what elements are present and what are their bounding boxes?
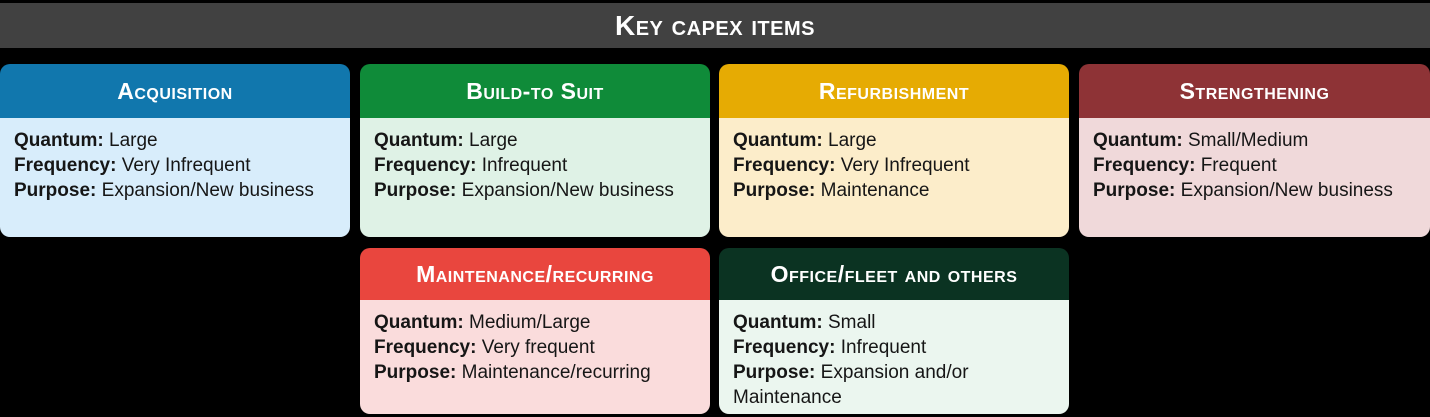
purpose-line: Purpose: Maintenance	[733, 178, 1059, 203]
quantum-label: Quantum:	[733, 130, 823, 151]
frequency-value: Very Infrequent	[840, 155, 970, 176]
purpose-line: Purpose: Expansion/New business	[1093, 178, 1420, 203]
card-maintenance-recurring-header: Maintenance/recurring	[360, 248, 710, 300]
card-office-fleet-others-body: Quantum: Small Frequency: Infrequent Pur…	[719, 300, 1069, 414]
purpose-label: Purpose:	[374, 362, 457, 383]
card-acquisition-header: Acquisition	[0, 64, 350, 118]
card-refurbishment: Refurbishment Quantum: Large Frequency: …	[719, 64, 1069, 237]
frequency-line: Frequency: Very Infrequent	[14, 153, 340, 178]
card-maintenance-recurring: Maintenance/recurring Quantum: Medium/La…	[360, 248, 710, 414]
card-strengthening: Strengthening Quantum: Small/Medium Freq…	[1079, 64, 1430, 237]
purpose-value: Expansion/New business	[101, 180, 314, 201]
quantum-line: Quantum: Small	[733, 310, 1059, 335]
quantum-line: Quantum: Large	[14, 128, 340, 153]
purpose-label: Purpose:	[733, 180, 816, 201]
card-refurbishment-title: Refurbishment	[818, 77, 970, 104]
quantum-value: Large	[109, 130, 158, 151]
quantum-value: Small	[828, 312, 876, 333]
title-bar: Key capex items	[0, 3, 1430, 48]
quantum-line: Quantum: Large	[374, 128, 700, 153]
frequency-line: Frequency: Frequent	[1093, 153, 1420, 178]
purpose-label: Purpose:	[374, 180, 457, 201]
frequency-value: Infrequent	[840, 337, 927, 358]
quantum-value: Medium/Large	[469, 312, 591, 333]
purpose-line: Purpose: Expansion and/or Maintenance	[733, 360, 1059, 410]
card-acquisition-title: Acquisition	[117, 77, 233, 104]
card-refurbishment-body: Quantum: Large Frequency: Very Infrequen…	[719, 118, 1069, 237]
quantum-value: Large	[469, 130, 518, 151]
card-acquisition: Acquisition Quantum: Large Frequency: Ve…	[0, 64, 350, 237]
quantum-label: Quantum:	[374, 130, 464, 151]
purpose-value: Expansion/New business	[1180, 180, 1393, 201]
frequency-line: Frequency: Very Infrequent	[733, 153, 1059, 178]
quantum-line: Quantum: Large	[733, 128, 1059, 153]
card-office-fleet-others: Office/fleet and others Quantum: Small F…	[719, 248, 1069, 414]
purpose-label: Purpose:	[1093, 180, 1176, 201]
card-build-to-suit-header: Build-to Suit	[360, 64, 710, 118]
purpose-label: Purpose:	[733, 362, 816, 383]
purpose-value: Maintenance	[820, 180, 930, 201]
quantum-label: Quantum:	[1093, 130, 1183, 151]
frequency-value: Very frequent	[481, 337, 595, 358]
purpose-value: Expansion and/or Maintenance	[733, 362, 969, 408]
frequency-value: Very Infrequent	[121, 155, 251, 176]
purpose-line: Purpose: Expansion/New business	[14, 178, 340, 203]
frequency-label: Frequency:	[14, 155, 117, 176]
quantum-value: Large	[828, 130, 877, 151]
frequency-line: Frequency: Infrequent	[733, 335, 1059, 360]
card-refurbishment-header: Refurbishment	[719, 64, 1069, 118]
card-build-to-suit-body: Quantum: Large Frequency: Infrequent Pur…	[360, 118, 710, 237]
frequency-line: Frequency: Infrequent	[374, 153, 700, 178]
purpose-label: Purpose:	[14, 180, 97, 201]
frequency-value: Frequent	[1200, 155, 1277, 176]
page-title: Key capex items	[615, 9, 815, 41]
frequency-label: Frequency:	[374, 337, 477, 358]
quantum-line: Quantum: Small/Medium	[1093, 128, 1420, 153]
frequency-line: Frequency: Very frequent	[374, 335, 700, 360]
frequency-label: Frequency:	[733, 155, 836, 176]
frequency-label: Frequency:	[1093, 155, 1196, 176]
card-strengthening-title: Strengthening	[1179, 77, 1330, 104]
purpose-line: Purpose: Maintenance/recurring	[374, 360, 700, 385]
quantum-line: Quantum: Medium/Large	[374, 310, 700, 335]
frequency-label: Frequency:	[733, 337, 836, 358]
card-office-fleet-others-header: Office/fleet and others	[719, 248, 1069, 300]
quantum-label: Quantum:	[14, 130, 104, 151]
quantum-label: Quantum:	[733, 312, 823, 333]
card-strengthening-header: Strengthening	[1079, 64, 1430, 118]
quantum-value: Small/Medium	[1188, 130, 1309, 151]
card-acquisition-body: Quantum: Large Frequency: Very Infrequen…	[0, 118, 350, 237]
card-maintenance-recurring-title: Maintenance/recurring	[416, 260, 654, 287]
card-maintenance-recurring-body: Quantum: Medium/Large Frequency: Very fr…	[360, 300, 710, 414]
purpose-value: Maintenance/recurring	[461, 362, 651, 383]
card-build-to-suit-title: Build-to Suit	[466, 77, 604, 104]
purpose-value: Expansion/New business	[461, 180, 674, 201]
card-build-to-suit: Build-to Suit Quantum: Large Frequency: …	[360, 64, 710, 237]
card-strengthening-body: Quantum: Small/Medium Frequency: Frequen…	[1079, 118, 1430, 237]
quantum-label: Quantum:	[374, 312, 464, 333]
frequency-label: Frequency:	[374, 155, 477, 176]
purpose-line: Purpose: Expansion/New business	[374, 178, 700, 203]
frequency-value: Infrequent	[481, 155, 568, 176]
card-office-fleet-others-title: Office/fleet and others	[770, 260, 1018, 287]
